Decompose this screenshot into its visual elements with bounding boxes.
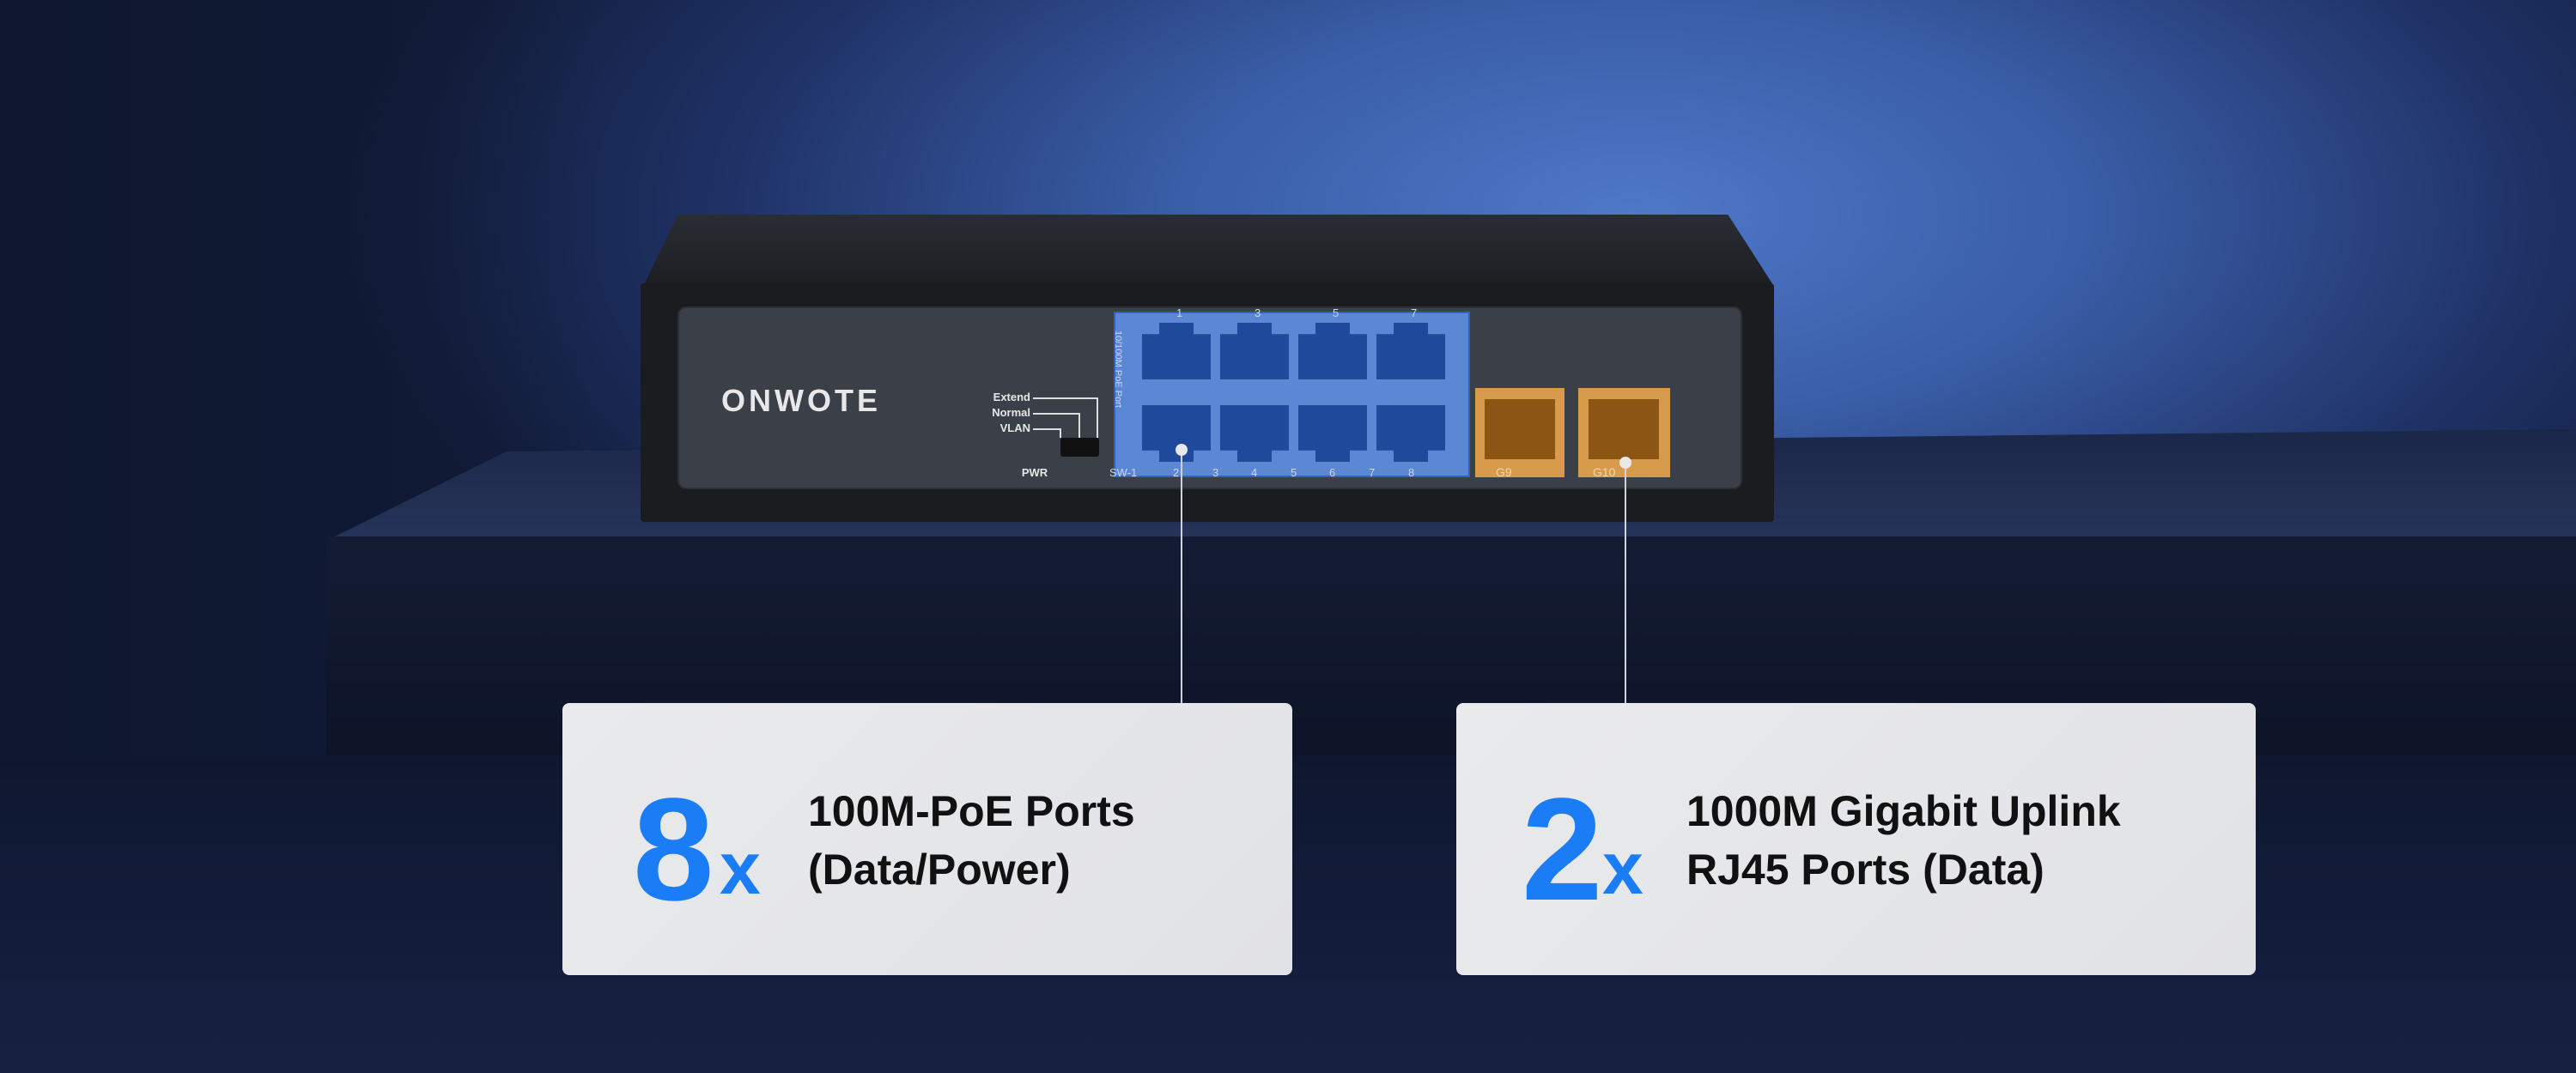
mode-line [1078, 413, 1080, 438]
mode-switch[interactable] [1060, 438, 1099, 457]
poe-port-group-label: 10/100M PoE Port [1113, 330, 1123, 408]
mode-line [1033, 397, 1097, 399]
mode-label-vlan: VLAN [999, 421, 1030, 434]
rj45-socket [1485, 399, 1555, 459]
port-number: 5 [1333, 306, 1340, 319]
port-number: 3 [1212, 466, 1219, 479]
port-number: 7 [1411, 306, 1418, 319]
port-number: 1 [1176, 306, 1183, 319]
callout-line [1625, 464, 1626, 703]
mode-line [1033, 428, 1060, 430]
port-number: SW-1 [1109, 466, 1138, 479]
uplink-port-label: G9 [1496, 465, 1512, 479]
mode-label-extend: Extend [993, 391, 1030, 403]
callout-card-uplink: 2 x 1000M Gigabit Uplink RJ45 Ports (Dat… [1456, 703, 2256, 975]
port-number: 3 [1255, 306, 1261, 319]
port-number: 8 [1408, 466, 1415, 479]
mode-line [1097, 397, 1098, 438]
callout-count: 2 [1522, 768, 1603, 931]
callout-count: 8 [633, 768, 714, 931]
callout-suffix: x [1602, 827, 1643, 910]
rj45-socket [1589, 399, 1659, 459]
callout-line [1181, 451, 1182, 703]
mode-label-normal: Normal [992, 406, 1030, 419]
port-number: 4 [1251, 466, 1258, 479]
brand-logo: ONWOTE [721, 383, 881, 418]
power-label: PWR [1021, 466, 1048, 479]
callout-suffix: x [720, 827, 761, 910]
port-number: 5 [1291, 466, 1297, 479]
port-number: 7 [1369, 466, 1376, 479]
callout-card-poe: 8 x 100M-PoE Ports (Data/Power) [562, 703, 1292, 975]
uplink-port-label: G10 [1593, 465, 1616, 479]
callout-line-2: RJ45 Ports (Data) [1686, 846, 2044, 894]
port-number: 2 [1173, 466, 1180, 479]
callout-line-1: 100M-PoE Ports [808, 787, 1135, 835]
mode-line [1033, 413, 1079, 415]
callout-dot [1619, 457, 1631, 469]
callout-line-1: 1000M Gigabit Uplink [1686, 787, 2121, 835]
mode-line [1060, 428, 1061, 438]
callout-line-2: (Data/Power) [808, 846, 1071, 894]
switch-top [644, 215, 1773, 285]
callout-dot [1176, 444, 1188, 456]
port-number: 6 [1329, 466, 1336, 479]
